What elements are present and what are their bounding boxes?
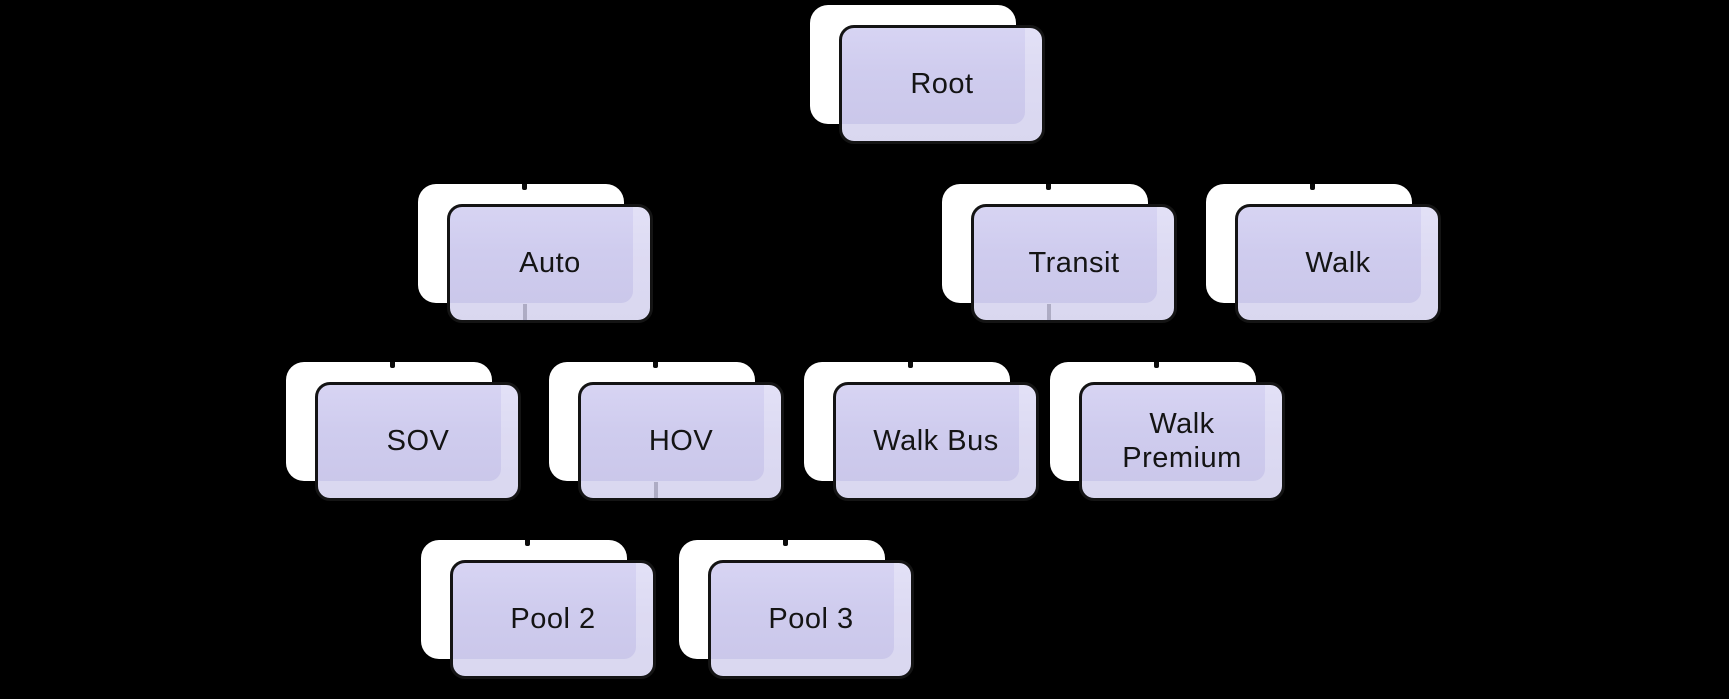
node-box: Transit	[971, 204, 1177, 323]
node-walk-bus: Walk Bus	[804, 362, 1039, 501]
connector-attach-tick	[908, 362, 913, 368]
node-label: Auto	[519, 246, 581, 279]
node-walk: Walk	[1206, 184, 1441, 323]
node-box: SOV	[315, 382, 521, 501]
node-label: Pool 3	[768, 602, 854, 635]
node-pool-3: Pool 3	[679, 540, 914, 679]
node-box: Pool 2	[450, 560, 656, 679]
connector-stub	[1047, 304, 1051, 321]
node-label: Walk Premium	[1122, 408, 1242, 474]
node-sov: SOV	[286, 362, 521, 501]
node-box: Walk	[1235, 204, 1441, 323]
connector-attach-tick	[525, 540, 530, 546]
node-label: HOV	[648, 424, 714, 457]
connector-stub	[654, 482, 658, 499]
connector-attach-tick	[390, 362, 395, 368]
node-box: Walk Bus	[833, 382, 1039, 501]
connector-attach-tick	[1046, 184, 1051, 190]
node-label: Transit	[1028, 246, 1120, 279]
node-box: Root	[839, 25, 1045, 144]
node-transit: Transit	[942, 184, 1177, 323]
node-box: HOV	[578, 382, 784, 501]
node-pool-2: Pool 2	[421, 540, 656, 679]
node-box: Auto	[447, 204, 653, 323]
connector-attach-tick	[522, 184, 527, 190]
node-box: Walk Premium	[1079, 382, 1285, 501]
connector-attach-tick	[1154, 362, 1159, 368]
node-hov: HOV	[549, 362, 784, 501]
node-label: Walk Bus	[873, 424, 999, 457]
node-walk-premium: Walk Premium	[1050, 362, 1285, 501]
connector-attach-tick	[653, 362, 658, 368]
node-label: Pool 2	[510, 602, 596, 635]
node-label: Root	[910, 67, 974, 100]
connector-attach-tick	[1310, 184, 1315, 190]
connector-stub	[523, 304, 527, 321]
node-auto: Auto	[418, 184, 653, 323]
node-root: Root	[810, 5, 1045, 144]
node-box: Pool 3	[708, 560, 914, 679]
connector-attach-tick	[783, 540, 788, 546]
node-label: Walk	[1305, 246, 1371, 279]
node-label: SOV	[386, 424, 450, 457]
